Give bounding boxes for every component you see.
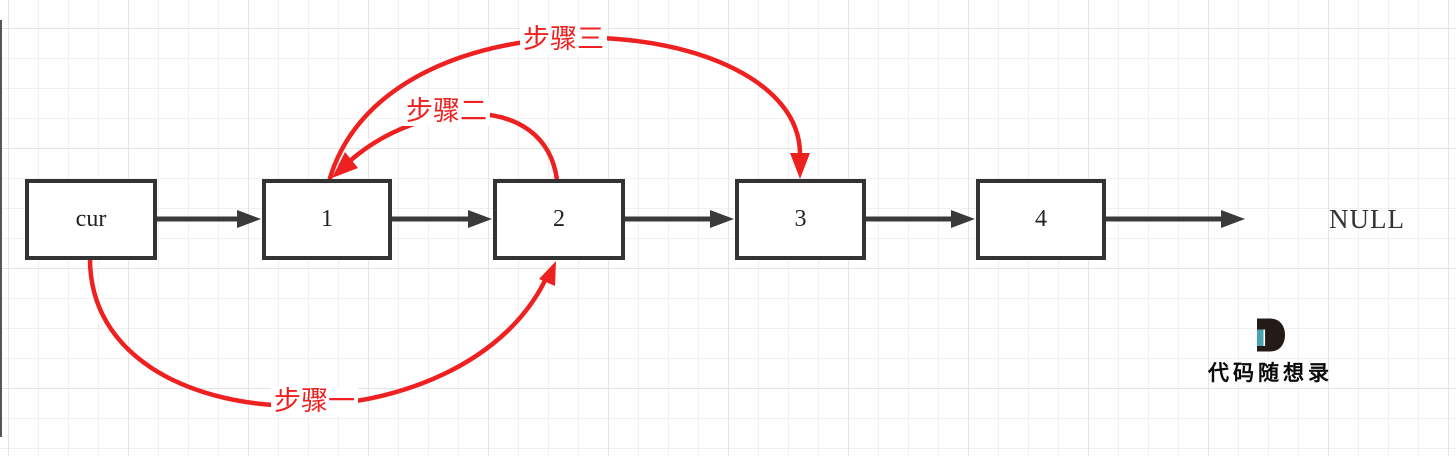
step-arcs [87, 35, 810, 408]
arrow-1-to-2-icon [390, 210, 492, 228]
logo-text: 代码随想录 [1208, 361, 1333, 385]
step-one-label: 步骤一 [271, 387, 358, 416]
node-2-label: 2 [553, 206, 565, 232]
node-1: 1 [262, 179, 392, 260]
next-pointer-arrows [155, 210, 1245, 228]
node-4: 4 [976, 179, 1106, 260]
arrow-3-to-4-icon [864, 210, 975, 228]
node-cur: cur [25, 179, 157, 260]
step-three-arc-icon [327, 35, 810, 181]
canvas-left-edge [0, 20, 2, 437]
arrow-4-to-null-icon [1104, 210, 1245, 228]
node-2: 2 [493, 179, 625, 260]
node-3-label: 3 [794, 206, 807, 232]
logo-d-icon [1257, 318, 1285, 352]
step-three-label: 步骤三 [520, 25, 607, 54]
node-1-label: 1 [321, 206, 333, 232]
node-cur-label: cur [75, 206, 107, 232]
null-terminator-label: NULL [1329, 204, 1405, 234]
node-3: 3 [735, 179, 866, 260]
arrow-2-to-3-icon [623, 210, 734, 228]
step-one-arc-icon [87, 256, 556, 408]
arrow-cur-to-1-icon [155, 210, 261, 228]
step-two-label: 步骤二 [403, 97, 490, 126]
node-4-label: 4 [1035, 206, 1047, 232]
watermark-logo: 代码随想录 [1208, 318, 1348, 387]
